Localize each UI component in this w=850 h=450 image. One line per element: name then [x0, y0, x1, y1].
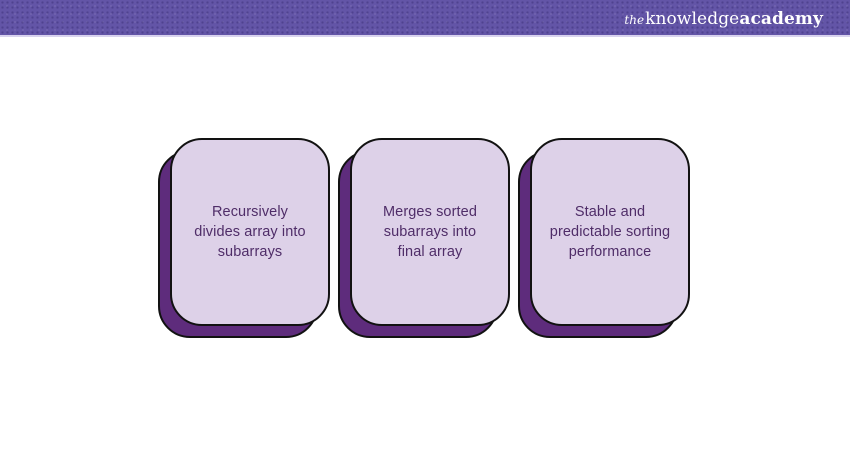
cards-row: Recursively divides array into subarrays… [5, 138, 850, 338]
card-text: Recursively divides array into subarrays [194, 202, 305, 262]
card-merge-sorted: Merges sorted subarrays into final array [338, 138, 510, 338]
card-recursive-divide: Recursively divides array into subarrays [158, 138, 330, 338]
card-text-line: divides array into [194, 224, 306, 240]
brand-logo-academy: academy [739, 8, 823, 29]
card-face: Stable and predictable sorting performan… [530, 138, 690, 326]
card-face: Merges sorted subarrays into final array [350, 138, 510, 326]
card-text-line: subarrays into [383, 224, 477, 240]
card-face: Recursively divides array into subarrays [170, 138, 330, 326]
card-text-line: performance [568, 244, 652, 260]
card-text: Merges sorted subarrays into final array [383, 202, 477, 262]
card-text-line: Recursively [211, 204, 289, 220]
card-stable-performance: Stable and predictable sorting performan… [518, 138, 690, 338]
card-text: Stable and predictable sorting performan… [550, 202, 670, 262]
brand-logo-the: the [624, 12, 645, 27]
card-text-line: predictable sorting [549, 224, 671, 240]
card-text-line: subarrays [217, 244, 283, 260]
brand-logo-knowledge: knowledge [645, 8, 740, 29]
card-text-line: Merges sorted [383, 204, 477, 220]
card-text-line: Stable and [574, 204, 646, 220]
card-text-line: final array [397, 244, 463, 260]
